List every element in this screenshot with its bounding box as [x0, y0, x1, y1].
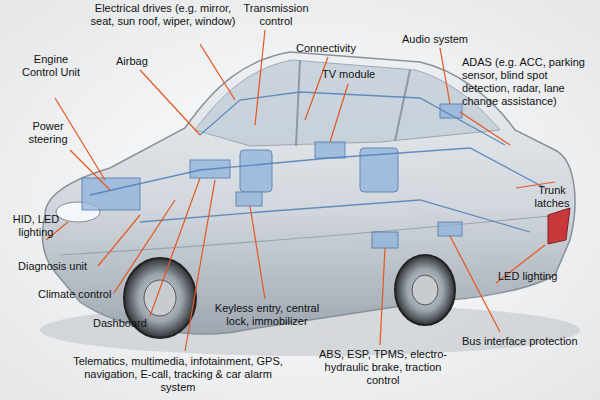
leader-line: [440, 48, 450, 104]
callout-label: Climate control: [38, 288, 128, 301]
leader-line: [450, 236, 500, 332]
callout-label: Transmission control: [240, 2, 312, 28]
lock-module: [236, 192, 262, 206]
callout-label: ABS, ESP, TPMS, electro-hydraulic brake,…: [308, 348, 458, 387]
front-seat: [240, 150, 272, 192]
tv-module: [315, 142, 345, 158]
callout-label: Electrical drives (e.g. mirror, seat, su…: [88, 2, 238, 28]
leader-line: [250, 206, 265, 299]
wire: [200, 92, 505, 145]
tail-light: [548, 208, 570, 244]
car-body: [42, 52, 575, 334]
rear-wheel: [395, 255, 455, 325]
callout-label: ADAS (e.g. ACC, parking sensor, blind sp…: [462, 56, 596, 108]
engine-module: [82, 178, 140, 210]
window-pillar: [296, 60, 410, 146]
leader-line: [330, 84, 348, 142]
leader-line: [140, 70, 200, 135]
callout-label: Connectivity: [296, 42, 376, 55]
car-windows: [195, 60, 500, 146]
leader-line: [305, 57, 328, 120]
leader-line: [98, 215, 140, 266]
bus-module: [438, 222, 462, 236]
callout-label: Keyless entry, central lock, immobilizer: [212, 302, 322, 328]
callout-label: TV module: [322, 68, 402, 81]
callout-label: LED lighting: [498, 270, 578, 283]
leader-line: [460, 112, 510, 145]
leader-line: [70, 150, 110, 190]
leader-line: [255, 30, 265, 125]
callout-label: Dashboard: [93, 317, 163, 330]
brake-module: [372, 232, 398, 248]
front-rim: [144, 280, 176, 316]
wiring: [90, 92, 545, 232]
electronic-modules: [82, 104, 462, 248]
leader-line: [185, 180, 215, 351]
callout-label: Diagnosis unit: [18, 260, 108, 273]
leader-line: [380, 248, 385, 345]
rear-rim: [412, 275, 438, 305]
leader-line: [200, 44, 235, 100]
callout-label: Engine Control Unit: [20, 53, 82, 79]
leader-line: [114, 200, 175, 293]
callout-label: Power steering: [20, 120, 76, 146]
callout-label: Trunk latches: [522, 184, 582, 210]
leader-line: [150, 178, 200, 316]
callout-label: Telematics, multimedia, infotainment, GP…: [68, 355, 288, 394]
callout-label: Airbag: [116, 55, 166, 68]
wire: [140, 200, 530, 232]
callout-label: Bus interface protection: [462, 335, 592, 348]
wire: [90, 148, 545, 195]
callout-label: Audio system: [402, 33, 492, 46]
callout-label: HID, LED lighting: [8, 213, 64, 239]
